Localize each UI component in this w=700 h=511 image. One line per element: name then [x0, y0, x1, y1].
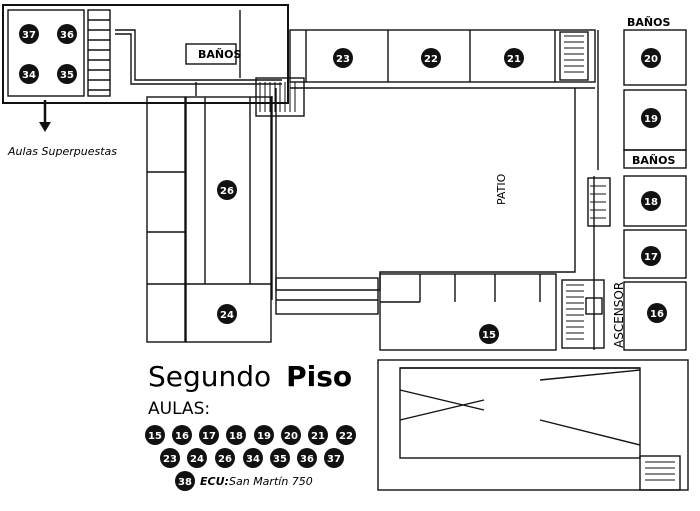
svg-text:22: 22: [424, 54, 438, 65]
floor-title-prefix: Segundo: [148, 360, 271, 393]
superpuestas-label: Aulas Superpuestas: [7, 145, 117, 158]
legend-badge: 18: [226, 425, 246, 445]
svg-text:15: 15: [482, 330, 496, 341]
legend-badge: 26: [215, 448, 235, 468]
room-badge: 19: [641, 108, 661, 128]
room-badge: 21: [504, 48, 524, 68]
svg-text:23: 23: [336, 54, 350, 65]
legend-badge: 36: [297, 448, 317, 468]
svg-text:16: 16: [650, 309, 664, 320]
svg-text:18: 18: [229, 431, 243, 442]
room-badge: 17: [641, 246, 661, 266]
legend-badge: 22: [336, 425, 356, 445]
legend-row-2: 23 24 26 34 35 36 37: [160, 448, 344, 468]
room-badge: 16: [647, 303, 667, 323]
ecu-address: San Martín 750: [229, 475, 313, 488]
svg-text:24: 24: [190, 454, 204, 465]
floor-title-bold: Piso: [286, 360, 352, 393]
svg-text:34: 34: [246, 454, 260, 465]
svg-text:23: 23: [163, 454, 177, 465]
svg-text:37: 37: [327, 454, 341, 465]
svg-text:34: 34: [22, 70, 36, 81]
svg-text:19: 19: [644, 114, 658, 125]
legend-badge: 17: [199, 425, 219, 445]
legend-badge: 16: [172, 425, 192, 445]
banos-label: BAÑOS: [627, 16, 670, 29]
room-badge: 22: [421, 48, 441, 68]
legend-badge: 24: [187, 448, 207, 468]
aulas-heading: AULAS:: [148, 399, 210, 419]
svg-text:36: 36: [60, 30, 74, 41]
legend-badge: 34: [243, 448, 263, 468]
patio-label: PATIO: [495, 173, 508, 205]
svg-text:21: 21: [311, 431, 325, 442]
svg-text:35: 35: [273, 454, 287, 465]
stair-hatching: [259, 35, 675, 481]
legend-badge: 38: [175, 471, 195, 491]
svg-text:15: 15: [148, 431, 162, 442]
room-badge: 24: [217, 304, 237, 324]
svg-text:17: 17: [202, 431, 216, 442]
room-badge: 35: [57, 64, 77, 84]
legend-badge: 21: [308, 425, 328, 445]
legend-badge: 37: [324, 448, 344, 468]
room-badge: 36: [57, 24, 77, 44]
down-arrow-icon: [39, 100, 51, 132]
room-badge: 34: [19, 64, 39, 84]
ascensor-label: ASCENSOR: [612, 282, 626, 348]
room-badge: 18: [641, 191, 661, 211]
ecu-label: ECU:: [200, 475, 229, 488]
legend-row-1: 15 16 17 18 19 20 21 22: [145, 425, 356, 445]
room-badge: 26: [217, 180, 237, 200]
svg-text:26: 26: [220, 186, 234, 197]
svg-text:35: 35: [60, 70, 74, 81]
svg-text:16: 16: [175, 431, 189, 442]
legend-badge: 20: [281, 425, 301, 445]
room-badge: 15: [479, 324, 499, 344]
building-walls: [2, 4, 689, 491]
svg-text:22: 22: [339, 431, 353, 442]
svg-text:37: 37: [22, 30, 36, 41]
legend-badge: 19: [254, 425, 274, 445]
svg-text:19: 19: [257, 431, 271, 442]
svg-text:20: 20: [644, 54, 658, 65]
svg-text:20: 20: [284, 431, 298, 442]
banos-label: BAÑOS: [632, 154, 675, 167]
svg-text:36: 36: [300, 454, 314, 465]
svg-text:24: 24: [220, 310, 234, 321]
legend-badge: 15: [145, 425, 165, 445]
svg-text:17: 17: [644, 252, 658, 263]
room-badge: 20: [641, 48, 661, 68]
legend-badge: 23: [160, 448, 180, 468]
legend-ecu: 38 ECU: San Martín 750: [175, 471, 313, 491]
room-badge: 23: [333, 48, 353, 68]
svg-text:18: 18: [644, 197, 658, 208]
room-badge: 37: [19, 24, 39, 44]
floor-title: Segundo Piso: [148, 360, 352, 393]
svg-text:26: 26: [218, 454, 232, 465]
legend-badge: 35: [270, 448, 290, 468]
svg-text:21: 21: [507, 54, 521, 65]
banos-label: BAÑOS: [198, 48, 241, 61]
svg-text:38: 38: [178, 477, 192, 488]
